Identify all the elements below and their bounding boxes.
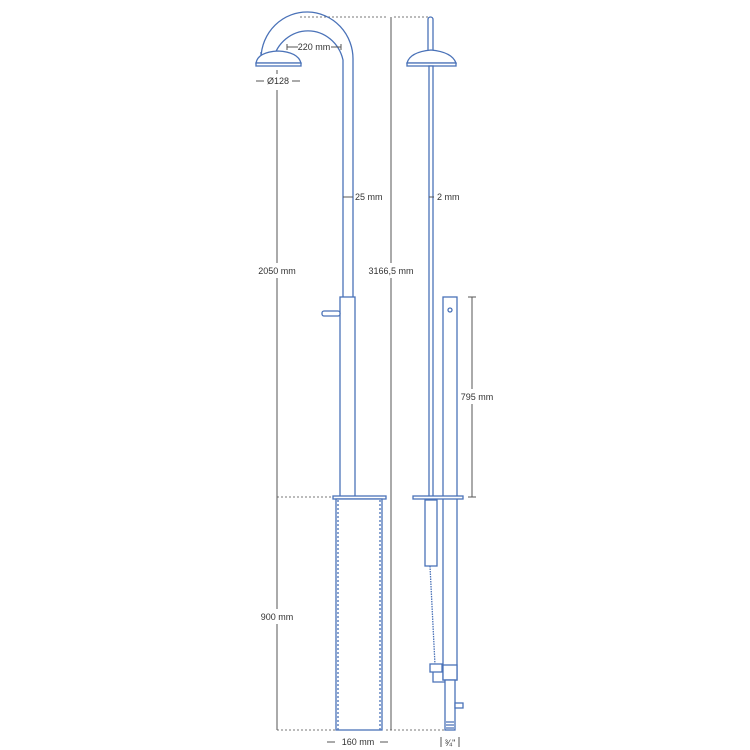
head-diameter-label: Ø128 [267, 76, 289, 86]
rod-diameter-label: 2 mm [437, 192, 460, 202]
arc-reach-label: 220 mm [298, 42, 331, 52]
base-width-label: 160 mm [342, 737, 375, 747]
pipe-diameter-label: 25 mm [355, 192, 383, 202]
side-rod [428, 65, 434, 501]
side-shower-head [406, 49, 457, 64]
base-column [335, 498, 383, 731]
valve-handle [321, 310, 341, 317]
shower-head [255, 50, 302, 64]
lower-tube [424, 499, 438, 567]
shower-height-label: 2050 mm [258, 266, 296, 276]
thread-label: ¾" [445, 738, 456, 748]
reference-lines [277, 16, 444, 731]
side-pipe [442, 296, 458, 681]
front-view [255, 11, 387, 731]
side-view [406, 16, 464, 731]
main-pipe [339, 296, 356, 498]
dimension-lines [256, 17, 476, 747]
side-pipe-height-label: 795 mm [461, 392, 494, 402]
base-height-label: 900 mm [261, 612, 294, 622]
total-height-label: 3166,5 mm [368, 266, 413, 276]
